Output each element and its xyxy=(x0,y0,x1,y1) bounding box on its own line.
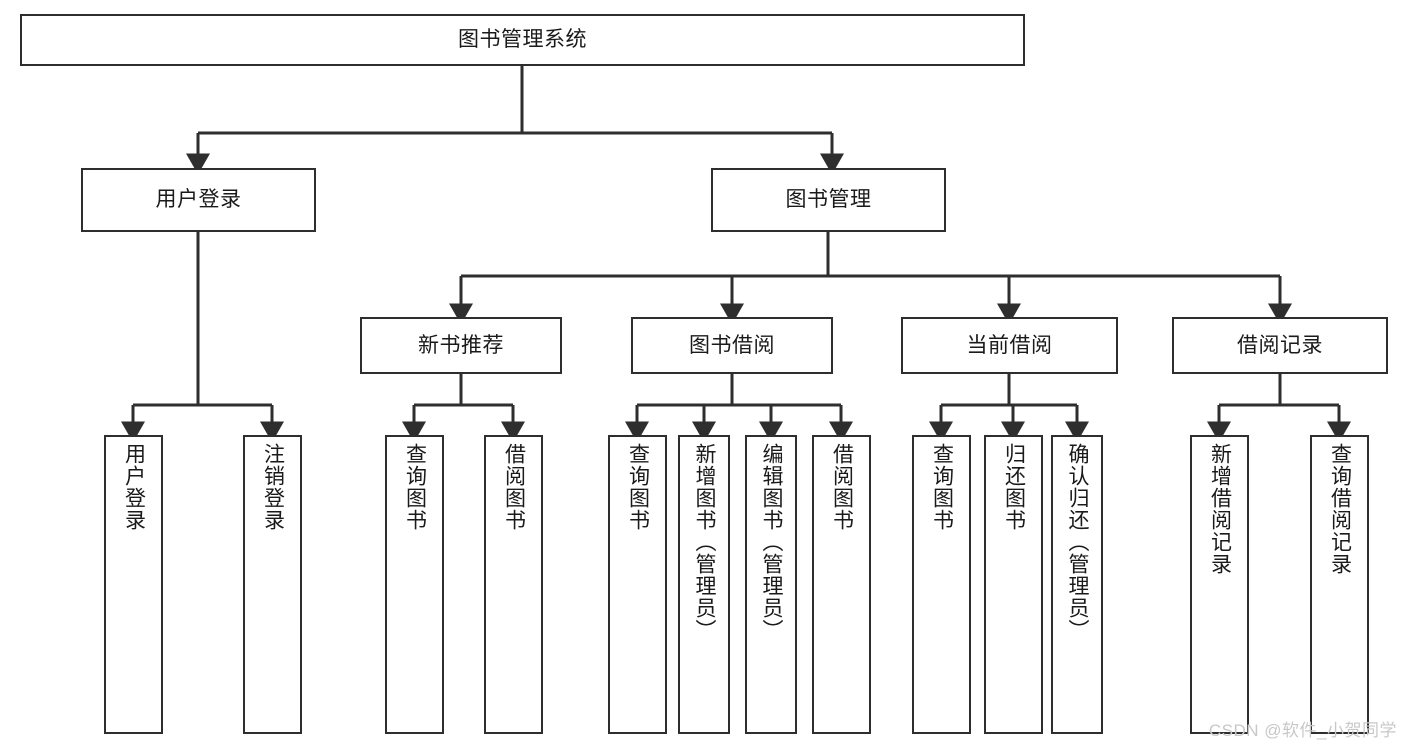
node-current-borrow-label: 当前借阅 xyxy=(966,333,1053,357)
node-new-book-rec-label: 新书推荐 xyxy=(418,333,504,357)
node-root-label: 图书管理系统 xyxy=(458,28,587,52)
node-leaf-add-record-label: 新增借阅记录 xyxy=(1208,443,1232,575)
node-leaf-borrow-book-1[interactable]: 借阅图书 xyxy=(484,435,543,734)
node-root[interactable]: 图书管理系统 xyxy=(20,14,1025,66)
node-borrow-record-label: 借阅记录 xyxy=(1237,333,1323,357)
node-book-manage[interactable]: 图书管理 xyxy=(711,168,946,232)
node-leaf-query-book-3[interactable]: 查询图书 xyxy=(912,435,971,734)
node-leaf-edit-book-label: 编辑图书（管理员） xyxy=(759,443,783,641)
node-leaf-add-record[interactable]: 新增借阅记录 xyxy=(1190,435,1249,734)
node-user-login[interactable]: 用户登录 xyxy=(81,168,316,232)
node-new-book-rec[interactable]: 新书推荐 xyxy=(360,317,562,374)
node-leaf-add-book[interactable]: 新增图书（管理员） xyxy=(678,435,730,734)
node-leaf-borrow-book-1-label: 借阅图书 xyxy=(502,443,526,531)
node-leaf-borrow-book-2[interactable]: 借阅图书 xyxy=(812,435,871,734)
node-leaf-user-login[interactable]: 用户登录 xyxy=(104,435,163,734)
node-leaf-query-record-label: 查询借阅记录 xyxy=(1328,443,1352,575)
node-leaf-user-logout-label: 注销登录 xyxy=(261,443,285,531)
node-leaf-query-record[interactable]: 查询借阅记录 xyxy=(1310,435,1369,734)
node-leaf-confirm-return-label: 确认归还（管理员） xyxy=(1065,443,1089,641)
node-leaf-edit-book[interactable]: 编辑图书（管理员） xyxy=(745,435,797,734)
node-book-manage-label: 图书管理 xyxy=(785,188,872,212)
node-leaf-user-logout[interactable]: 注销登录 xyxy=(243,435,302,734)
node-leaf-query-book-1-label: 查询图书 xyxy=(403,443,427,531)
node-leaf-confirm-return[interactable]: 确认归还（管理员） xyxy=(1051,435,1103,734)
node-leaf-borrow-book-2-label: 借阅图书 xyxy=(830,443,854,531)
node-book-borrow-label: 图书借阅 xyxy=(689,333,775,357)
node-borrow-record[interactable]: 借阅记录 xyxy=(1172,317,1388,374)
node-leaf-user-login-label: 用户登录 xyxy=(122,443,146,531)
node-leaf-add-book-label: 新增图书（管理员） xyxy=(692,443,716,641)
node-leaf-query-book-2-label: 查询图书 xyxy=(626,443,650,531)
node-leaf-query-book-1[interactable]: 查询图书 xyxy=(385,435,444,734)
node-current-borrow[interactable]: 当前借阅 xyxy=(901,317,1118,374)
node-leaf-query-book-3-label: 查询图书 xyxy=(930,443,954,531)
node-leaf-query-book-2[interactable]: 查询图书 xyxy=(608,435,667,734)
node-book-borrow[interactable]: 图书借阅 xyxy=(631,317,833,374)
node-user-login-label: 用户登录 xyxy=(155,188,242,212)
node-leaf-return-book-label: 归还图书 xyxy=(1002,443,1026,531)
node-leaf-return-book[interactable]: 归还图书 xyxy=(984,435,1043,734)
